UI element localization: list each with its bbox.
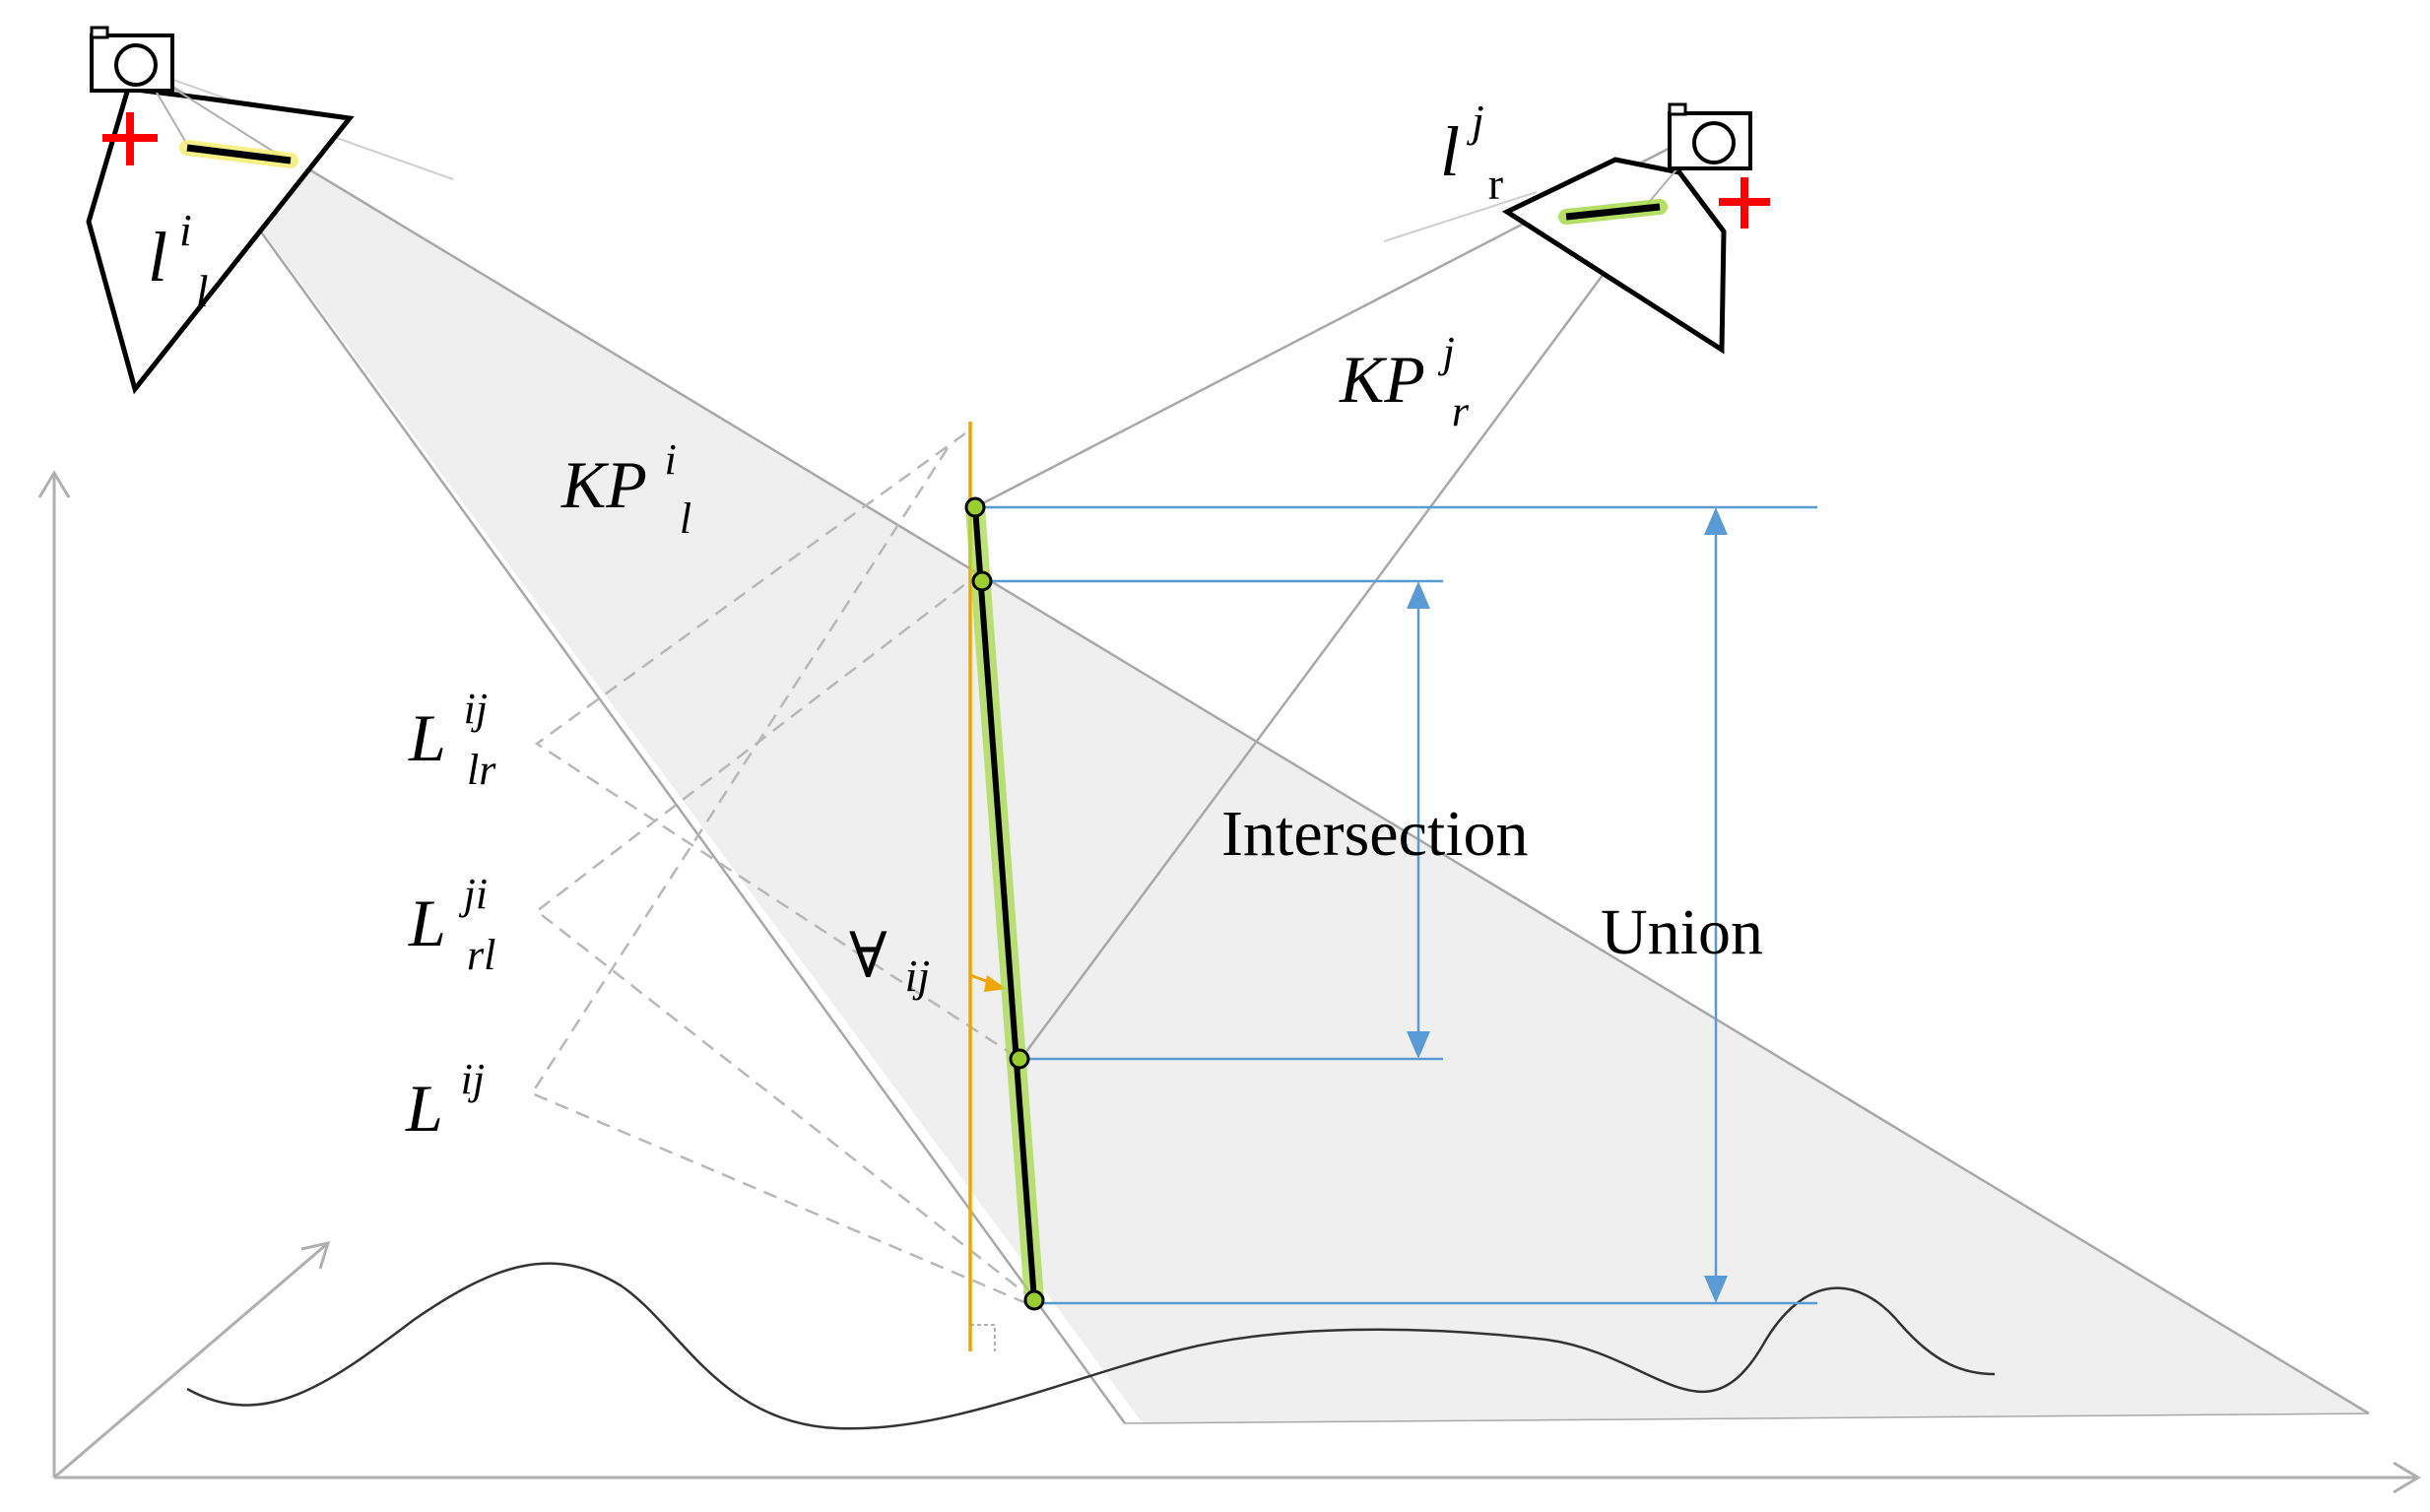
camera-center-marker [1719, 177, 1770, 229]
union-arrowhead-bottom [1704, 1276, 1728, 1303]
union-arrowhead-top [1704, 507, 1728, 535]
label-right-plane: KP j r [1339, 306, 1472, 435]
label-left-line: l i l [148, 182, 210, 316]
overlap-measurement [975, 505, 1817, 1305]
label-left-plane: KP i l [560, 414, 693, 543]
endpoint-right-bottom [1009, 1048, 1030, 1070]
intersection-arrowhead-bottom [1407, 1031, 1430, 1059]
camera-icon [90, 26, 174, 93]
right-angle-marker [970, 1324, 996, 1351]
right-camera-ray-extension [1383, 191, 1538, 242]
terrain-curve [186, 1262, 1996, 1430]
camera-icon [1668, 102, 1752, 170]
axis-y-arrowhead [300, 1240, 331, 1270]
leader-L [530, 447, 1027, 1305]
label-L-rl: L ji rl [408, 848, 504, 979]
label-L-lr: L ij lr [408, 663, 504, 794]
axis-y [53, 1241, 329, 1479]
diagram-labels: l i l l j r KP i l KP j r L ij lr L ji r… [148, 73, 1763, 1146]
label-L: L ij [405, 1055, 485, 1146]
label-right-line: l j r [1440, 73, 1503, 209]
endpoint-right-top [971, 570, 993, 592]
coordinate-axes [37, 470, 2421, 1494]
endpoint-left-top [964, 496, 986, 518]
label-union: Union [1601, 896, 1763, 968]
endpoint-left-bottom [1023, 1289, 1045, 1311]
label-angle: ∀ ij [849, 921, 930, 1001]
leader-L-rl [534, 570, 1035, 1301]
segment-3d [972, 506, 1037, 1301]
plane-base-edge [1124, 1413, 2370, 1424]
label-leader-lines [530, 431, 1035, 1305]
left-camera [86, 26, 355, 395]
axis-z-arrowhead [37, 470, 71, 498]
label-intersection: Intersection [1221, 798, 1529, 870]
axis-x-arrowhead [2393, 1461, 2421, 1494]
angle-pointer-arrowhead [984, 975, 1007, 992]
left-projection-plane [143, 69, 2369, 1423]
left-2d-line [186, 144, 292, 164]
right-camera [1501, 102, 1770, 355]
triangulated-line-segment [964, 496, 1045, 1311]
camera-center-marker [102, 112, 158, 165]
left-plane-edge-inner [141, 68, 1127, 1424]
right-2d-line [1565, 203, 1661, 221]
vertical-reference [968, 422, 1007, 1351]
intersection-arrowhead-top [1407, 581, 1430, 609]
leader-L-lr [534, 431, 1020, 1061]
right-image-plane [1501, 157, 1727, 355]
right-plane-ray-bottom [1018, 124, 1716, 1062]
